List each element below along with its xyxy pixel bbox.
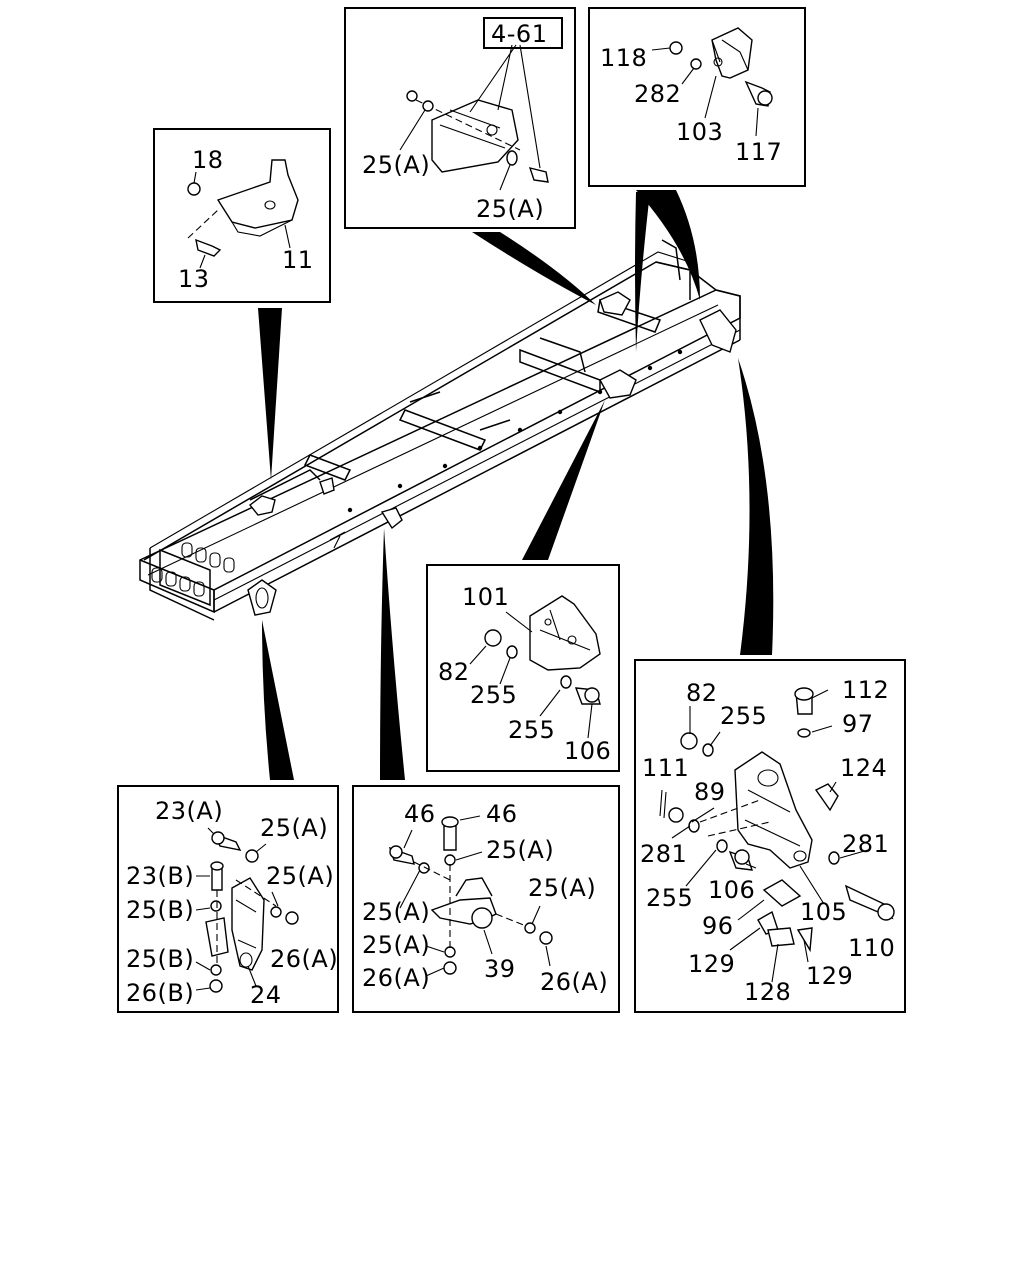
wedge-bracket-101 (522, 400, 605, 560)
callout-25b-box24-a: 25(B) (126, 896, 194, 924)
wedge-bracket-105 (738, 358, 774, 655)
callout-255-box105-b: 255 (646, 884, 693, 912)
callout-129-box105-b: 129 (806, 962, 853, 990)
wedge-hanger-103-b (635, 192, 650, 352)
callout-282: 282 (634, 80, 681, 108)
callout-25a-top-right: 25(A) (476, 195, 544, 223)
callout-46-box39-b: 46 (486, 800, 518, 828)
ref-label-box (483, 17, 563, 49)
callout-255-box105-a: 255 (720, 702, 767, 730)
callout-105: 105 (800, 898, 847, 926)
detail-box-bracket-101: 101 82 255 255 106 (426, 564, 620, 772)
frame-bracket-4-61 (599, 291, 631, 316)
callout-106-box105: 106 (708, 876, 755, 904)
callout-13: 13 (178, 265, 210, 293)
callout-25a-box24-b: 25(A) (266, 862, 334, 890)
callout-26b: 26(B) (126, 979, 194, 1007)
detail-box-bracket-24: 23(A) 25(A) 23(B) 25(A) 25(B) 25(B) 26(A… (117, 785, 339, 1013)
rear-crossmember-holes (151, 542, 235, 597)
detail-box-hanger-103: 118 282 103 117 (588, 7, 806, 187)
callout-111: 111 (642, 754, 689, 782)
wedge-bracket-4-61 (472, 232, 596, 305)
callout-46-box39-a: 46 (404, 800, 436, 828)
leader-wedges (258, 190, 774, 780)
detail-box-bracket-105: 82 112 255 97 111 89 124 281 281 255 106… (634, 659, 906, 1013)
callout-101: 101 (462, 583, 509, 611)
detail-box-bracket-39: 46 46 25(A) 25(A) 25(A) 25(A) 26(A) 39 2… (352, 785, 620, 1013)
callout-11: 11 (282, 246, 314, 274)
callout-255-box101-a: 255 (470, 681, 517, 709)
callout-112: 112 (842, 676, 889, 704)
callout-96: 96 (702, 912, 734, 940)
detail-box-4-61: 4-61 25(A) 25(A) (344, 7, 576, 229)
callout-110: 110 (848, 934, 895, 962)
callout-118: 118 (600, 44, 647, 72)
callout-25b-box24-b: 25(B) (126, 945, 194, 973)
callout-23b: 23(B) (126, 862, 194, 890)
callout-25a-box39-d: 25(A) (362, 931, 430, 959)
callout-103: 103 (676, 118, 723, 146)
callout-97: 97 (842, 710, 874, 738)
ref-label: 4-61 (491, 20, 547, 48)
callout-82-box105: 82 (686, 679, 718, 707)
callout-26a-box39-b: 26(A) (540, 968, 608, 996)
callout-25a-box39-c: 25(A) (362, 898, 430, 926)
callout-25a-box39-b: 25(A) (528, 874, 596, 902)
wedge-hanger-103 (636, 190, 700, 300)
wedge-bracket-11 (258, 308, 282, 480)
callout-23a: 23(A) (155, 797, 223, 825)
frame-bracket-39 (380, 507, 403, 530)
callout-281-box105-b: 281 (842, 830, 889, 858)
callout-26a-box24: 26(A) (270, 945, 338, 973)
callout-128: 128 (744, 978, 791, 1006)
callout-26a-box39-a: 26(A) (362, 964, 430, 992)
callout-25a-box39-a: 25(A) (486, 836, 554, 864)
callout-255-box101-b: 255 (508, 716, 555, 744)
callout-18: 18 (192, 146, 224, 174)
frame-bracket-101 (599, 369, 637, 399)
callout-39: 39 (484, 955, 516, 983)
callout-25a-box24-a: 25(A) (260, 814, 328, 842)
callout-25a-top-left: 25(A) (362, 151, 430, 179)
wedge-bracket-24 (262, 620, 294, 780)
callout-106-box101: 106 (564, 737, 611, 765)
detail-box-bracket-11: 18 13 11 (153, 128, 331, 303)
frame-bracket-24 (247, 579, 277, 616)
rail-holes (347, 349, 683, 513)
frame-bracket-105 (699, 309, 737, 353)
callout-124: 124 (840, 754, 887, 782)
callout-82-box101: 82 (438, 658, 470, 686)
wedge-bracket-39 (380, 528, 405, 780)
callout-89: 89 (694, 778, 726, 806)
callout-117: 117 (735, 138, 782, 166)
chassis-frame (139, 239, 741, 621)
frame-bracket-11 (249, 495, 276, 516)
callout-129-box105-a: 129 (688, 950, 735, 978)
callout-24: 24 (250, 981, 282, 1009)
callout-281-box105-a: 281 (640, 840, 687, 868)
